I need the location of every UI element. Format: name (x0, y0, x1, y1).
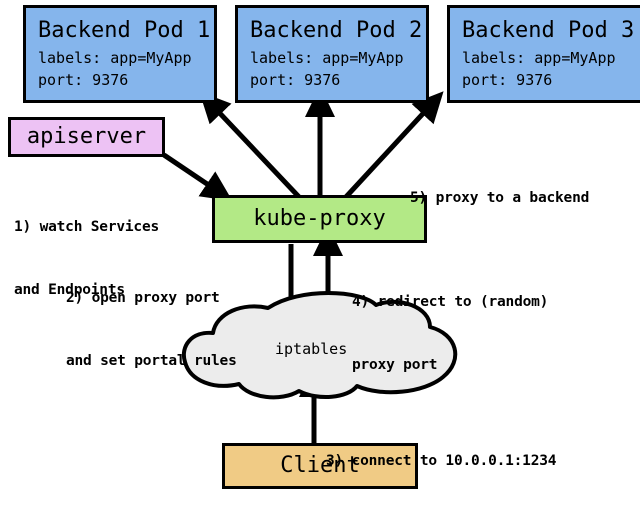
backend-pod-3-title: Backend Pod 3 (462, 18, 635, 43)
arrow-kubeproxy-to-pod1 (199, 91, 302, 200)
client-box[interactable]: Client (222, 443, 418, 489)
kube-proxy-title: kube-proxy (253, 206, 386, 231)
step-3-line-1: 3) connect to 10.0.0.1:1234 (326, 453, 557, 469)
backend-pod-2-port: port: 9376 (250, 71, 341, 89)
backend-pod-2-title: Backend Pod 2 (250, 18, 423, 43)
apiserver-box[interactable]: apiserver (8, 117, 165, 157)
backend-pod-3-box[interactable]: Backend Pod 3 labels: app=MyApp port: 93… (447, 5, 640, 103)
step-4-annotation: 4) redirect to (random) proxy port (352, 250, 548, 418)
step-1-line-2: and Endpoints (14, 282, 125, 298)
step-5-annotation: 5) proxy to a backend (410, 146, 589, 251)
arrow-apiserver-to-kubeproxy (162, 152, 233, 202)
step-5-line-1: 5) proxy to a backend (410, 190, 590, 206)
diagram-canvas: Backend Pod 1 labels: app=MyApp port: 93… (8, 5, 640, 489)
backend-pod-1-title: Backend Pod 1 (38, 18, 211, 43)
backend-pod-1-labels: labels: app=MyApp (38, 49, 192, 67)
kube-proxy-box[interactable]: kube-proxy (212, 195, 427, 243)
apiserver-title: apiserver (26, 124, 147, 149)
client-title: Client (280, 453, 360, 478)
step-2-annotation: 2) open proxy port and set portal rules (66, 246, 237, 414)
step-4-line-2: proxy port (352, 357, 438, 373)
step-2-line-1: 2) open proxy port (66, 290, 220, 306)
step-3-annotation: 3) connect to 10.0.0.1:1234 (326, 409, 557, 514)
step-2-line-2: and set portal rules (66, 353, 237, 369)
backend-pod-2-labels: labels: app=MyApp (250, 49, 404, 67)
backend-pod-3-port: port: 9376 (462, 71, 553, 89)
step-4-line-1: 4) redirect to (random) (352, 294, 549, 310)
iptables-label: iptables (275, 340, 348, 358)
backend-pod-2-box[interactable]: Backend Pod 2 labels: app=MyApp port: 93… (235, 5, 429, 103)
backend-pod-1-box[interactable]: Backend Pod 1 labels: app=MyApp port: 93… (23, 5, 217, 103)
backend-pod-1-port: port: 9376 (38, 71, 129, 89)
backend-pod-3-labels: labels: app=MyApp (462, 49, 616, 67)
step-1-annotation: 1) watch Services and Endpoints (14, 175, 159, 343)
step-1-line-1: 1) watch Services (14, 219, 160, 235)
